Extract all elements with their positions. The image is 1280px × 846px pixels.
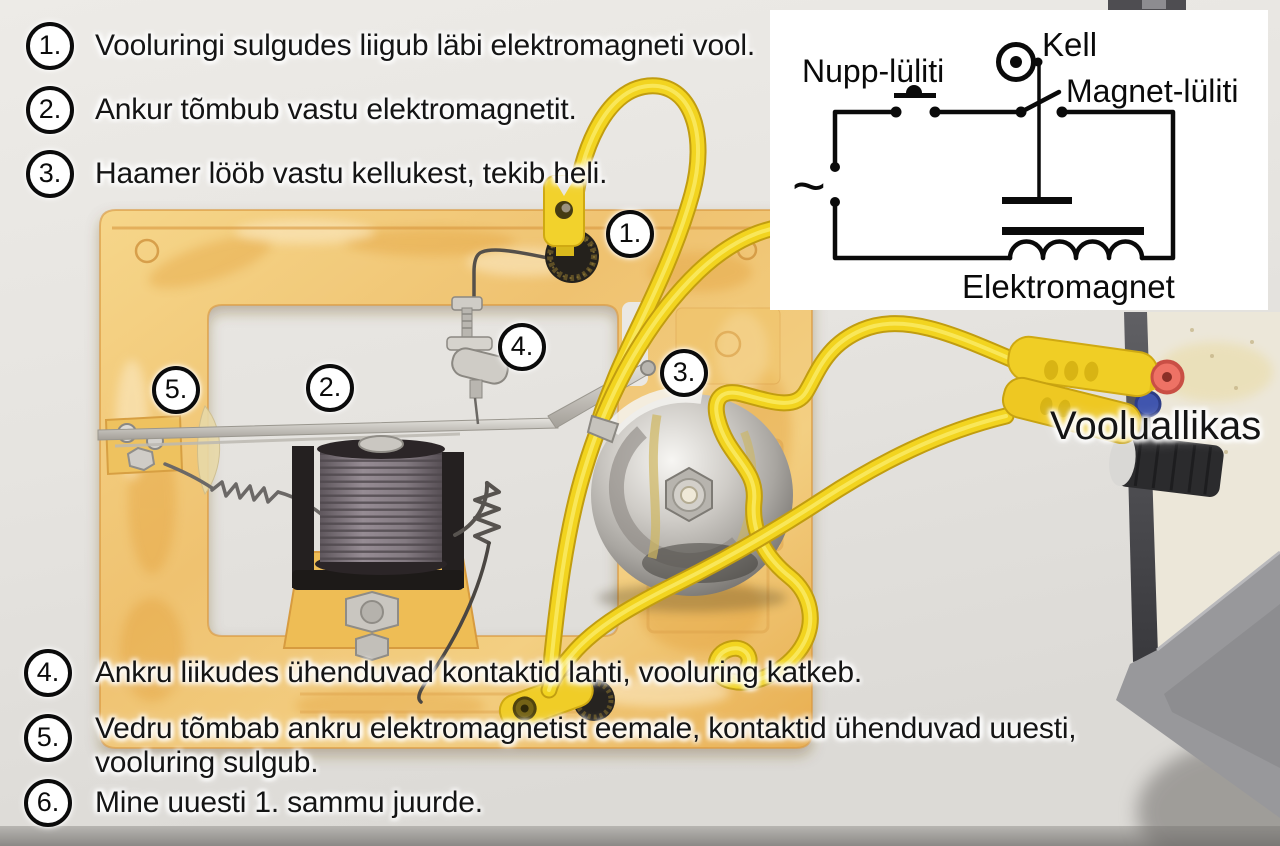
- step-2-number: 2.: [38, 93, 62, 124]
- photo-marker-1-number: 1.: [618, 217, 642, 248]
- step-4-number: 4.: [36, 656, 60, 687]
- button-symbol-cap: [906, 85, 922, 93]
- electromagnet-assembly: [282, 435, 480, 662]
- step-6-text: Mine uuesti 1. sammu juurde.: [95, 786, 483, 819]
- photo-marker-1: 1.: [606, 210, 654, 258]
- step-4-badge: 4.: [24, 649, 72, 697]
- table-edge: [0, 826, 1280, 846]
- step-5-badge: 5.: [24, 714, 72, 762]
- red-terminal-hole: [1162, 372, 1172, 382]
- photo-marker-3-number: 3.: [672, 356, 696, 387]
- wire-to-power-supply-lower: [540, 407, 1015, 699]
- step-5-text: Vedru tõmbab ankru elektromagnetist eema…: [95, 712, 1077, 780]
- step-1-badge: 1.: [26, 22, 74, 70]
- hammer-head: [640, 360, 656, 376]
- step-5-text-line-2: vooluring sulgub.: [95, 746, 319, 779]
- photo-marker-2-number: 2.: [318, 371, 342, 402]
- circuit-schematic: Nupp-lüliti Kell Magnet-lüliti Elektroma…: [770, 10, 1268, 310]
- step-4-text: Ankru liikudes ühenduvad kontaktid lahti…: [95, 656, 863, 689]
- photo-marker-4: 4.: [498, 323, 546, 371]
- core-symbol: [1002, 227, 1144, 235]
- wire-to-power-supply-upper: [707, 315, 1027, 691]
- step-6-badge: 6.: [24, 779, 72, 827]
- power-source-label: Vooluallikas: [1050, 404, 1262, 448]
- circuit-drawing: Nupp-lüliti Kell Magnet-lüliti Elektroma…: [792, 26, 1239, 305]
- frame-marbling: [112, 220, 800, 724]
- photo-marker-3: 3.: [660, 349, 708, 397]
- photo-marker-2: 2.: [306, 364, 354, 412]
- step-1-text: Vooluringi sulgudes liigub läbi elektrom…: [95, 29, 756, 62]
- step-3-number: 3.: [38, 157, 62, 188]
- button-symbol-bar: [894, 93, 936, 98]
- top-terminal-post: [543, 175, 599, 283]
- photo-marker-5: 5.: [152, 366, 200, 414]
- step-6-number: 6.: [36, 786, 60, 817]
- coil-lead-wire: [417, 481, 501, 704]
- contact-screw-assembly: [446, 248, 549, 425]
- coil-symbol: [1007, 239, 1145, 261]
- armature-symbol: [1002, 197, 1072, 204]
- step-1-number: 1.: [38, 29, 62, 60]
- schematic-label-bell: Kell: [1042, 26, 1097, 63]
- step-3-badge: 3.: [26, 150, 74, 198]
- schematic-label-button-switch: Nupp-lüliti: [802, 53, 944, 89]
- banana-plug-lower: [1002, 376, 1142, 445]
- step-2-badge: 2.: [26, 86, 74, 134]
- bottom-terminal-post: [498, 671, 615, 730]
- photo-marker-5-number: 5.: [164, 373, 188, 404]
- banana-plug-upper: [1007, 335, 1175, 398]
- step-5-number: 5.: [36, 721, 60, 752]
- wire-cross-arc: [540, 216, 833, 695]
- ac-source-symbol: ~: [792, 154, 826, 219]
- step-2-text: Ankur tõmbub vastu elektromagnetit.: [95, 93, 577, 126]
- photo-marker-4-number: 4.: [510, 330, 534, 361]
- schematic-label-electromagnet: Elektromagnet: [962, 268, 1175, 305]
- schematic-label-magnet-switch: Magnet-lüliti: [1066, 73, 1239, 109]
- power-supply: [1108, 0, 1280, 818]
- step-5-text-line-1: Vedru tõmbab ankru elektromagnetist eema…: [95, 712, 1077, 745]
- step-3-text: Haamer lööb vastu kellukest, tekib heli.: [95, 157, 608, 190]
- power-supply-knob: [1109, 434, 1224, 497]
